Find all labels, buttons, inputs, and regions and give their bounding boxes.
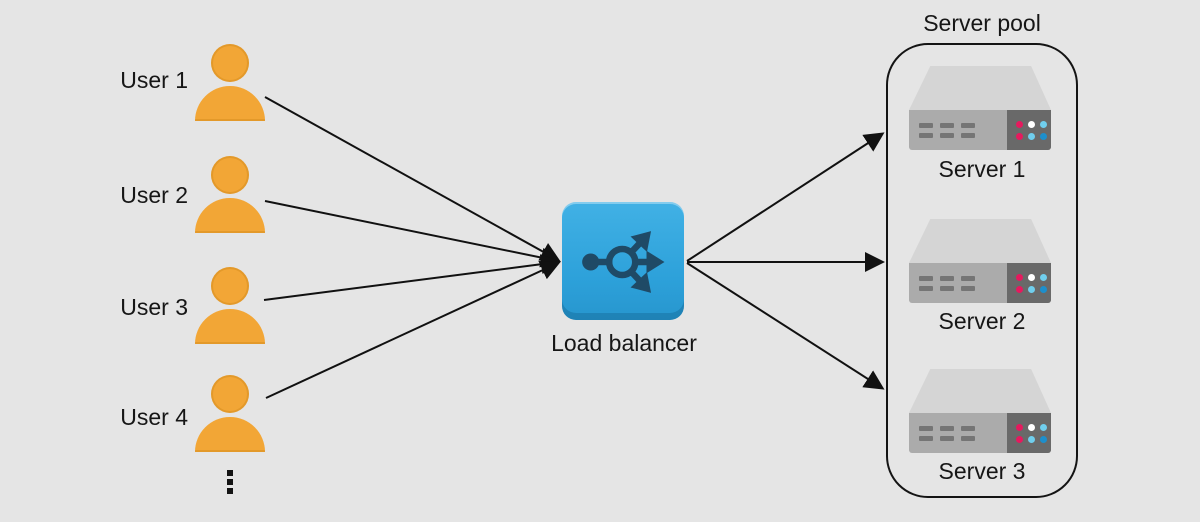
server-chassis-top	[909, 66, 1051, 110]
led-indicator	[1028, 424, 1035, 431]
server-label: Server 1	[938, 156, 1026, 182]
server-vent	[940, 123, 954, 128]
led-indicator	[1028, 121, 1035, 128]
led-indicator	[1040, 121, 1047, 128]
server-icon	[909, 66, 1051, 150]
arrow-user1-to-lb	[264, 96, 561, 262]
led-indicator	[1028, 436, 1035, 443]
load-balancer-branching-arrows-icon	[582, 231, 665, 293]
server-vent	[961, 286, 975, 291]
server-vent	[940, 426, 954, 431]
arrow-user2-to-lb	[264, 200, 561, 268]
server-vent	[940, 276, 954, 281]
led-indicator	[1016, 286, 1023, 293]
server-vent	[919, 276, 933, 281]
user-torso-shape	[195, 198, 265, 233]
server-vent	[919, 286, 933, 291]
user-icon	[195, 375, 265, 452]
server-vent	[961, 276, 975, 281]
user-label: User 4	[120, 404, 188, 430]
user-icon	[195, 156, 265, 233]
server-chassis-front	[909, 110, 1051, 150]
led-indicator	[1040, 133, 1047, 140]
led-indicator	[1016, 436, 1023, 443]
led-indicator	[1040, 436, 1047, 443]
load-balancer-node	[562, 202, 684, 320]
server-pool-title: Server pool	[923, 10, 1041, 36]
server-chassis-top	[909, 369, 1051, 413]
server-led-panel	[1007, 263, 1051, 303]
server-label: Server 2	[938, 308, 1026, 334]
server-led-panel	[1007, 110, 1051, 150]
server-vent	[961, 133, 975, 138]
server-vent	[919, 436, 933, 441]
led-indicator	[1028, 274, 1035, 281]
server-vent	[940, 286, 954, 291]
server-icon	[909, 219, 1051, 303]
server-vent	[961, 123, 975, 128]
more-users-ellipsis-icon	[227, 470, 233, 497]
server-vent	[940, 436, 954, 441]
user-label: User 1	[120, 67, 188, 93]
server-vent	[919, 426, 933, 431]
led-indicator	[1016, 424, 1023, 431]
server-vent	[919, 133, 933, 138]
user-label: User 3	[120, 294, 188, 320]
server-chassis-front	[909, 413, 1051, 453]
server-label: Server 3	[938, 458, 1026, 484]
arrow-lb-to-server3	[686, 262, 885, 390]
server-icon	[909, 369, 1051, 453]
user-torso-shape	[195, 417, 265, 452]
arrow-user4-to-lb	[265, 261, 561, 399]
server-vent	[940, 133, 954, 138]
user-head-shape	[211, 267, 249, 305]
user-head-shape	[211, 44, 249, 82]
arrow-lb-to-server1	[686, 132, 885, 262]
server-chassis-top	[909, 219, 1051, 263]
user-torso-shape	[195, 86, 265, 121]
server-vent	[919, 123, 933, 128]
user-head-shape	[211, 375, 249, 413]
load-balancer-label: Load balancer	[551, 330, 697, 356]
led-indicator	[1040, 286, 1047, 293]
led-indicator	[1040, 424, 1047, 431]
user-head-shape	[211, 156, 249, 194]
led-indicator	[1028, 286, 1035, 293]
led-indicator	[1016, 133, 1023, 140]
server-led-panel	[1007, 413, 1051, 453]
led-indicator	[1028, 133, 1035, 140]
user-label: User 2	[120, 182, 188, 208]
server-pool-container	[886, 43, 1078, 498]
user-torso-shape	[195, 309, 265, 344]
user-icon	[195, 44, 265, 121]
server-vent	[961, 426, 975, 431]
led-indicator	[1016, 274, 1023, 281]
server-vent	[961, 436, 975, 441]
server-chassis-front	[909, 263, 1051, 303]
led-indicator	[1040, 274, 1047, 281]
user-icon	[195, 267, 265, 344]
arrow-user3-to-lb	[263, 254, 561, 301]
led-indicator	[1016, 121, 1023, 128]
